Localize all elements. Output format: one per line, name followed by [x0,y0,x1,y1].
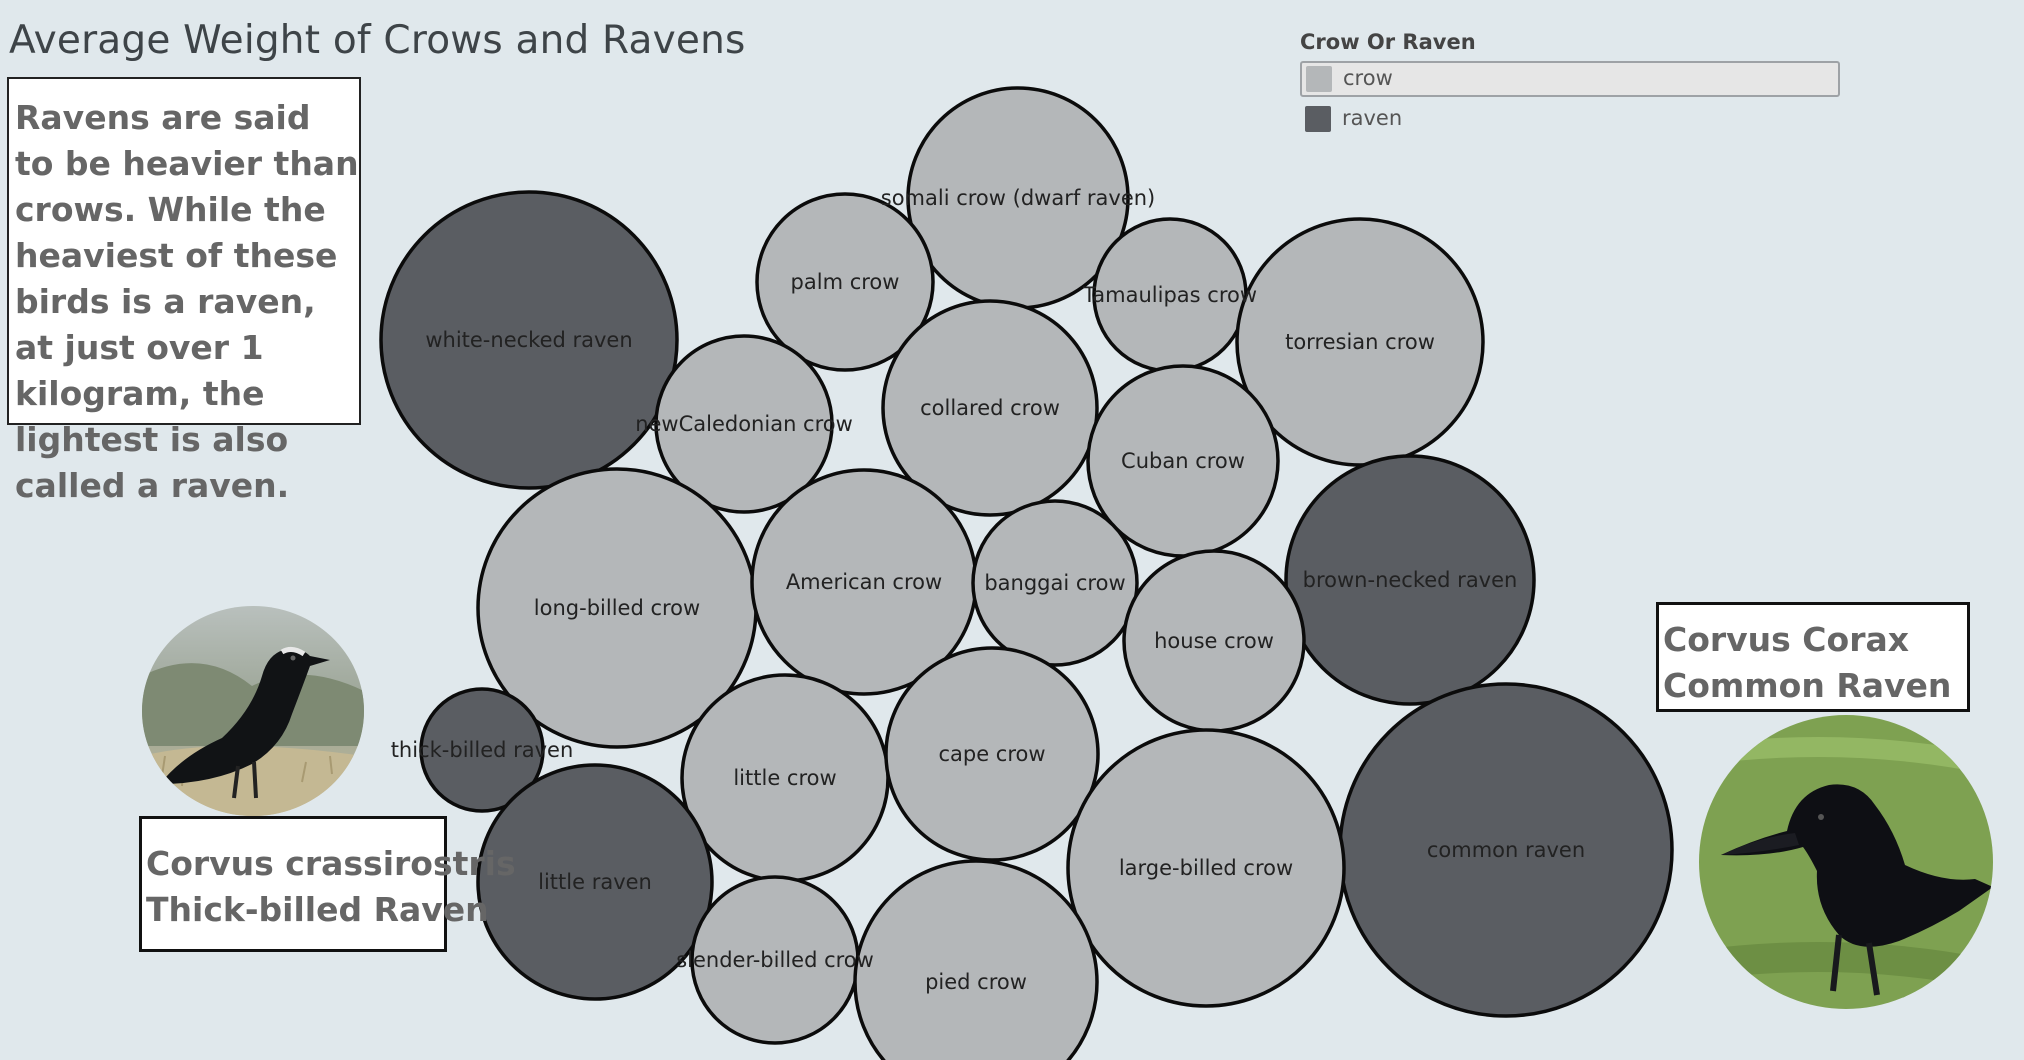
caption-thick-billed-raven: Corvus crassirostris Thick-billed Raven [139,816,516,952]
bubble-label-pied-crow: pied crow [925,970,1027,994]
bubble-brown-necked-raven[interactable] [1284,454,1536,706]
legend-swatch-crow [1306,66,1332,92]
bubble-little-raven[interactable] [476,763,714,1001]
legend-item-crow[interactable]: crow [1300,61,1840,97]
legend-label-crow: crow [1343,66,1393,90]
bubble-cape-crow[interactable] [884,646,1100,862]
bubble-label-tamaulipas-crow: Tamaulipas crow [1082,283,1257,307]
bubble-label-banggai-crow: banggai crow [984,571,1125,595]
legend-label-raven: raven [1342,106,1403,130]
legend: Crow Or Raven crow raven [1300,30,1840,141]
bubble-label-somali-crow-dwarf-raven-: somali crow (dwarf raven) [881,186,1156,210]
bubble-palm-crow[interactable] [755,192,935,372]
legend-item-raven[interactable]: raven [1300,101,1840,137]
bubble-collared-crow[interactable] [881,299,1099,517]
caption-thick-billed-common: Thick-billed Raven [146,890,489,929]
bubble-label-brown-necked-raven: brown-necked raven [1303,568,1518,592]
bubble-banggai-crow[interactable] [971,499,1139,667]
bubble-label-slender-billed-crow: slender-billed crow [676,948,874,972]
bubble-pied-crow[interactable] [853,859,1099,1060]
bubble-thick-billed-raven[interactable] [419,687,545,813]
bubble-label-house-crow: house crow [1154,629,1274,653]
bubble-newcaledonian-crow[interactable] [654,334,834,514]
caption-common-scientific: Corvus Corax [1663,620,1910,659]
bubble-label-american-crow: American crow [786,570,942,594]
thick-billed-raven-photo [142,606,364,816]
legend-swatch-raven [1305,106,1331,132]
bubble-label-common-raven: common raven [1427,838,1585,862]
bubble-white-necked-raven[interactable] [379,190,679,490]
bubble-label-newcaledonian-crow: newCaledonian crow [635,412,853,436]
bubble-label-torresian-crow: torresian crow [1285,330,1435,354]
bubble-label-little-crow: little crow [733,766,836,790]
dashboard-title: Average Weight of Crows and Ravens [9,18,746,63]
bubble-label-cape-crow: cape crow [938,742,1045,766]
common-raven-photo [1699,715,1993,1009]
legend-title: Crow Or Raven [1300,30,1476,54]
annotation-text-box: Ravens are said to be heavier than crows… [7,77,361,505]
caption-common-raven: Corvus Corax Common Raven [1656,602,1970,712]
bubble-label-collared-crow: collared crow [920,396,1060,420]
bubble-large-billed-crow[interactable] [1066,728,1346,1008]
bubble-label-long-billed-crow: long-billed crow [534,596,700,620]
bubble-label-palm-crow: palm crow [791,270,900,294]
bubble-label-white-necked-raven: white-necked raven [425,328,632,352]
bubble-label-large-billed-crow: large-billed crow [1119,856,1293,880]
bubble-label-little-raven: little raven [538,870,652,894]
bubble-label-cuban-crow: Cuban crow [1121,449,1245,473]
caption-common-common: Common Raven [1663,666,1952,705]
bubble-label-thick-billed-raven: thick-billed raven [391,738,574,762]
caption-thick-billed-scientific: Corvus crassirostris [146,844,516,883]
